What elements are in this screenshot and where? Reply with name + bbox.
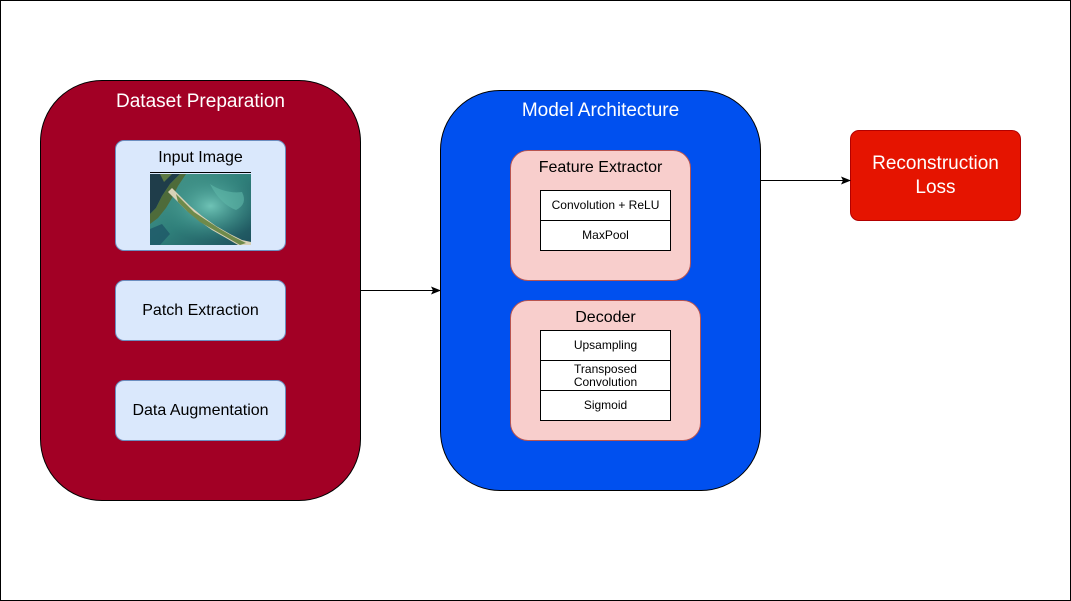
- data-augmentation-label: Data Augmentation: [132, 401, 269, 419]
- input-image-label: Input Image: [158, 149, 243, 166]
- data-augmentation-node: Data Augmentation: [115, 380, 286, 441]
- reconstruction-loss-node: Reconstruction Loss: [850, 130, 1021, 221]
- dataset-preparation-title: Dataset Preparation: [116, 91, 285, 112]
- reconstruction-loss-label: Reconstruction Loss: [872, 152, 999, 198]
- layer-maxpool: MaxPool: [540, 220, 671, 251]
- satellite-image: [150, 174, 251, 245]
- decoder-title: Decoder: [575, 309, 636, 326]
- patch-extraction-node: Patch Extraction: [115, 280, 286, 341]
- layer-convolution-relu: Convolution + ReLU: [540, 190, 671, 221]
- patch-extraction-label: Patch Extraction: [142, 301, 259, 319]
- layer-transposed-convolution: Transposed Convolution: [540, 360, 671, 391]
- layer-sigmoid: Sigmoid: [540, 390, 671, 421]
- feature-extractor-title: Feature Extractor: [538, 159, 663, 176]
- input-image-node: Input Image: [115, 140, 286, 251]
- input-image-underline: [150, 172, 251, 173]
- model-architecture-title: Model Architecture: [521, 100, 680, 121]
- layer-upsampling: Upsampling: [540, 330, 671, 361]
